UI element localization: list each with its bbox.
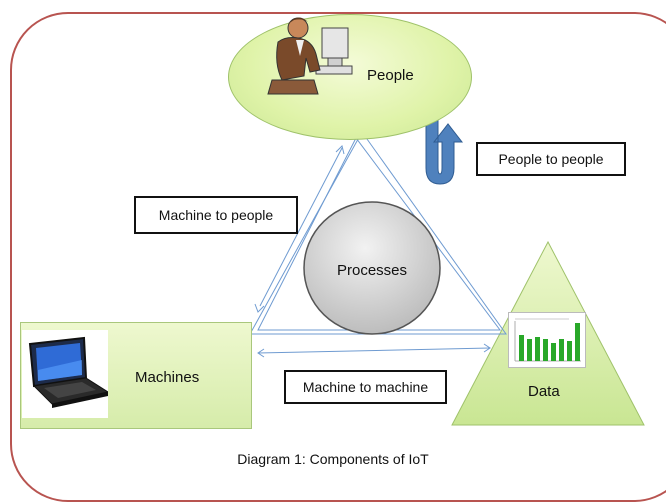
- machine-to-people-arrow: [254, 145, 345, 313]
- people-label: People: [367, 67, 414, 84]
- data-chart-panel: [508, 312, 586, 368]
- person-at-computer-icon: [267, 17, 353, 95]
- machine-to-people-callout: Machine to people: [134, 196, 298, 234]
- processes-label: Processes: [337, 262, 408, 279]
- machine-to-machine-callout: Machine to machine: [284, 370, 447, 404]
- laptop-panel: [22, 330, 110, 418]
- data-label: Data: [528, 383, 560, 400]
- processes-circle: [303, 201, 441, 335]
- people-to-people-callout: People to people: [476, 142, 626, 176]
- laptop-icon: [28, 336, 110, 408]
- bar-chart-icon: [514, 318, 581, 362]
- machine-to-machine-arrow: [257, 343, 491, 358]
- people-node: [228, 14, 472, 140]
- machines-label: Machines: [135, 369, 200, 386]
- diagram-caption: Diagram 1: Components of IoT: [237, 451, 429, 467]
